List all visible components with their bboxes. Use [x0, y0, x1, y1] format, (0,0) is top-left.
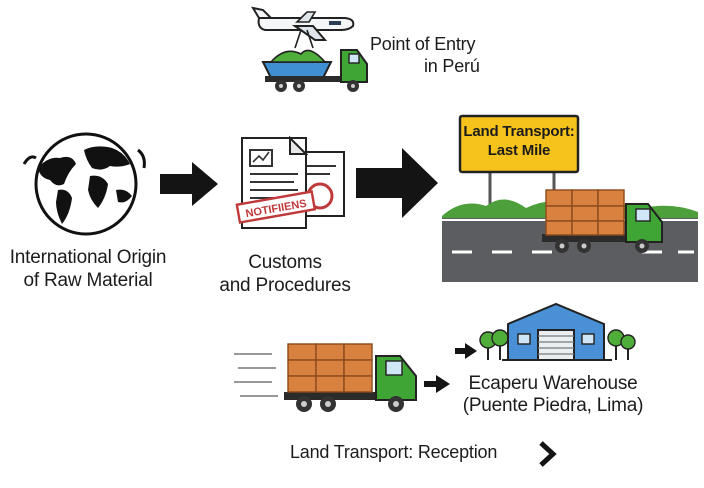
reception-truck — [234, 343, 417, 412]
document-icon: NOTIFIIENS — [235, 135, 345, 229]
boat-icon — [261, 49, 333, 79]
entry-label-line2: in Perú — [424, 56, 480, 76]
origin-label: International Origin of Raw Material — [0, 246, 176, 292]
warehouse-label-line2: (Puente Piedra, Lima) — [462, 395, 644, 416]
airplane-icon — [250, 6, 355, 41]
customs-label: Customs and Procedures — [200, 251, 370, 297]
truck-icon — [542, 189, 663, 253]
globe-icon — [22, 132, 146, 236]
origin-label-line2: of Raw Material — [23, 270, 153, 291]
entry-label-line1: Point of Entry — [370, 34, 476, 54]
customs-label-line1: Customs — [248, 252, 322, 273]
entry-illustration — [250, 6, 368, 92]
origin-label-line1: International Origin — [9, 247, 167, 268]
warehouse-label-line1: Ecaperu Warehouse — [468, 373, 638, 394]
arrow-icon — [424, 375, 450, 393]
speed-lines — [234, 353, 278, 397]
warehouse-label: Ecaperu Warehouse (Puente Piedra, Lima) — [448, 373, 658, 417]
customs-label-line2: and Procedures — [219, 275, 351, 296]
entry-label: Point of Entry in Perú — [370, 33, 500, 77]
reception-label: Land Transport: Reception — [290, 441, 540, 464]
arrow-icon — [160, 162, 218, 206]
truck-icon — [284, 343, 417, 412]
tree-icon — [607, 329, 636, 360]
last-mile-scene — [442, 114, 698, 282]
tree-icon — [479, 329, 509, 360]
reception-label-text: Land Transport: Reception — [290, 442, 498, 462]
truck-icon — [265, 49, 368, 92]
arrow-icon — [455, 343, 477, 359]
chevron-right-icon — [539, 441, 557, 467]
last-mile-line2: Last Mile — [487, 142, 551, 159]
last-mile-sign-text: Land Transport: Last Mile — [460, 122, 578, 160]
arrow-icon — [356, 148, 438, 218]
warehouse-icon — [479, 302, 636, 361]
last-mile-line1: Land Transport: — [463, 123, 575, 140]
